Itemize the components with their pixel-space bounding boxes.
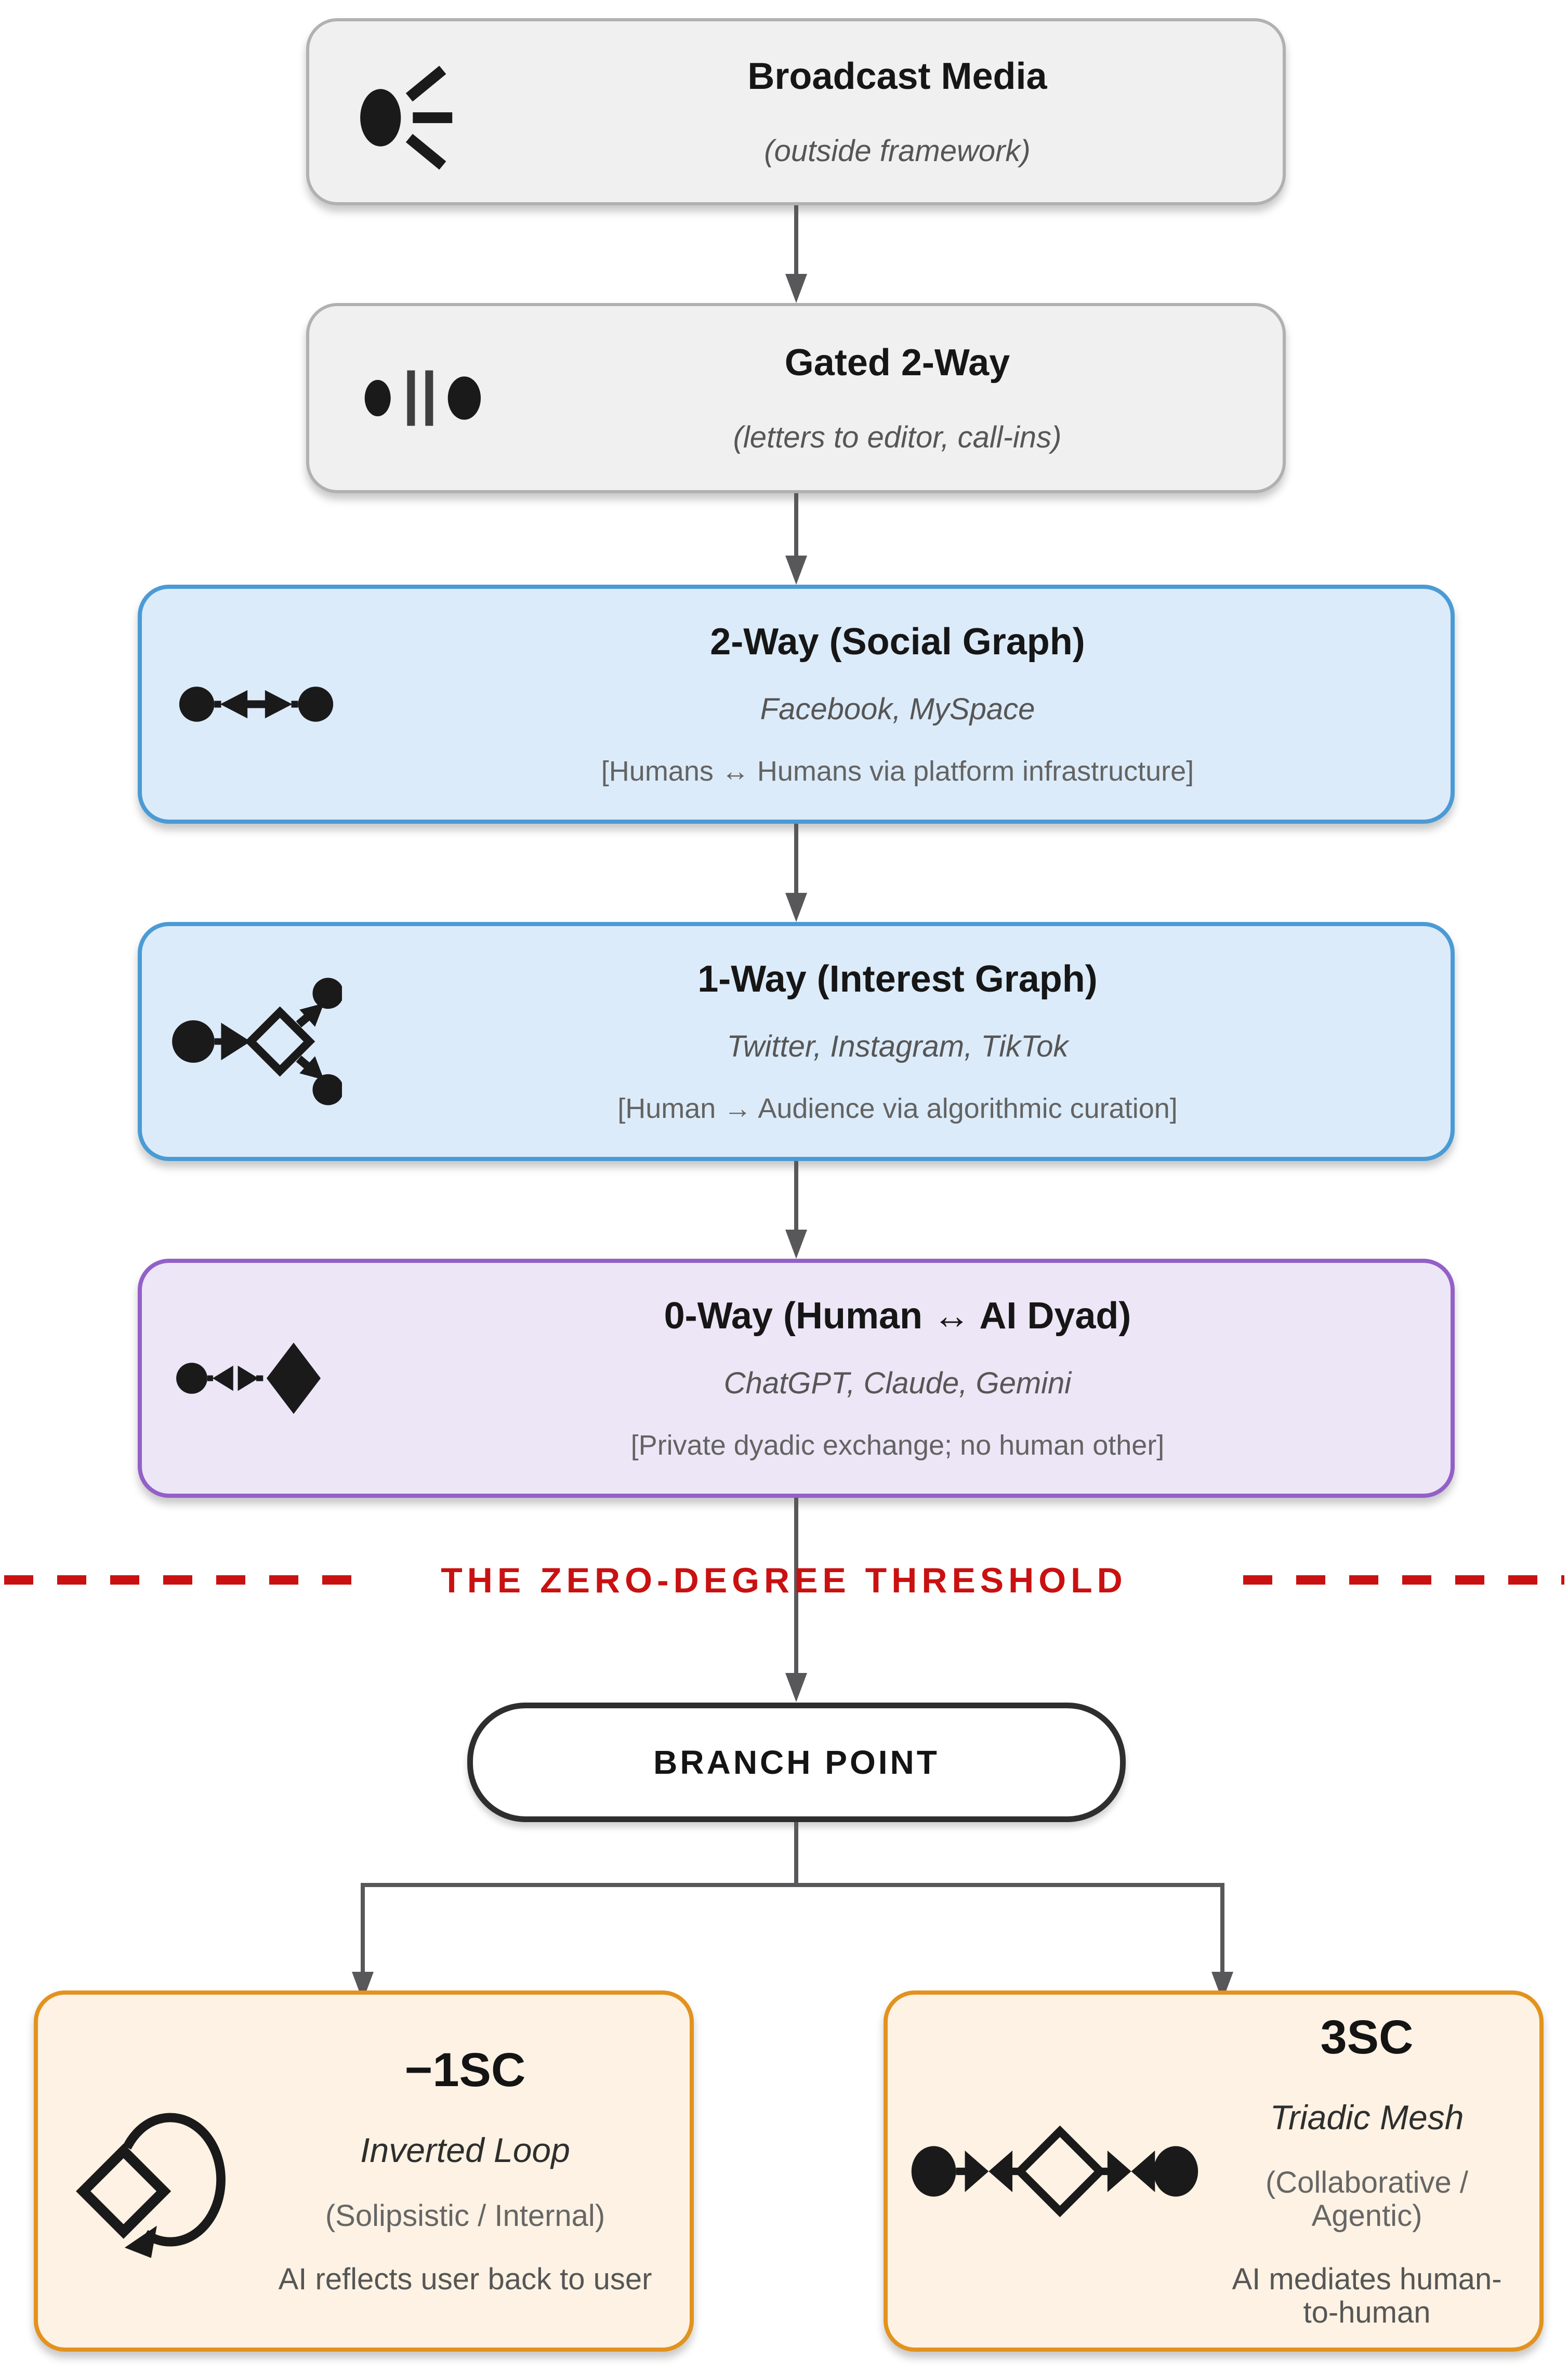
- arrow-down-icon: [785, 893, 807, 922]
- arrow-down-icon: [785, 1230, 807, 1259]
- outcome-code: −1SC: [404, 2044, 526, 2097]
- triadic-mesh-icon: [888, 2112, 1220, 2231]
- stage-title: 1-Way (Interest Graph): [697, 958, 1098, 1000]
- stage-subtitle: (outside framework): [764, 134, 1031, 168]
- connector-line: [794, 1498, 798, 1675]
- branch-point-label: BRANCH POINT: [653, 1744, 940, 1781]
- stage-box-broadcast: Broadcast Media (outside framework): [306, 18, 1286, 205]
- outcome-description: AI reflects user back to user: [278, 2262, 652, 2296]
- arrow-down-icon: [785, 556, 807, 585]
- stage-box-two-way-social-graph: 2-Way (Social Graph) Facebook, MySpace […: [138, 585, 1455, 824]
- connector-line: [794, 824, 798, 894]
- threshold-dashed-line-left: [4, 1575, 369, 1585]
- stage-bracket-note: [Private dyadic exchange; no human other…: [630, 1429, 1165, 1461]
- arrow-down-icon: [785, 274, 807, 303]
- stage-box-gated-two-way: Gated 2-Way (letters to editor, call-ins…: [306, 303, 1286, 493]
- stage-bracket-note: [Human → Audience via algorithmic curati…: [617, 1092, 1178, 1124]
- broadcast-icon: [309, 52, 538, 172]
- stage-subtitle: (letters to editor, call-ins): [733, 420, 1062, 454]
- branch-stem-line: [794, 1822, 798, 1887]
- stage-subtitle: Twitter, Instagram, TikTok: [727, 1030, 1069, 1063]
- inverted-loop-icon: [38, 2081, 267, 2261]
- stage-title: Gated 2-Way: [784, 341, 1010, 384]
- stage-title: 0-Way (Human ↔ AI Dyad): [664, 1295, 1131, 1337]
- outcome-description: AI mediates human-to-human: [1232, 2262, 1502, 2329]
- arrow-down-icon: [785, 1673, 807, 1702]
- branch-left-line: [361, 1883, 365, 1972]
- outcome-name: Triadic Mesh: [1270, 2098, 1464, 2137]
- stage-box-one-way-interest-graph: 1-Way (Interest Graph) Twitter, Instagra…: [138, 922, 1455, 1161]
- connector-line: [794, 1161, 798, 1231]
- stage-subtitle: Facebook, MySpace: [760, 692, 1035, 726]
- threshold-dashed-line-right: [1243, 1575, 1564, 1585]
- one-way-fanout-icon: [142, 969, 371, 1114]
- stage-box-zero-way-human-ai-dyad: 0-Way (Human ↔ AI Dyad) ChatGPT, Claude,…: [138, 1259, 1455, 1498]
- outcome-name: Inverted Loop: [360, 2131, 570, 2170]
- branch-right-line: [1220, 1883, 1224, 1972]
- connector-line: [794, 205, 798, 275]
- branch-point-node: BRANCH POINT: [467, 1703, 1126, 1822]
- connector-line: [794, 493, 798, 557]
- outcome-qualifier: (Solipsistic / Internal): [325, 2199, 605, 2233]
- outcome-box-three-sc: 3SC Triadic Mesh (Collaborative / Agenti…: [884, 1990, 1544, 2352]
- outcome-code: 3SC: [1320, 2010, 1414, 2064]
- gated-two-way-icon: [309, 359, 538, 437]
- two-way-icon: [142, 670, 371, 738]
- stage-title: 2-Way (Social Graph): [710, 621, 1085, 663]
- stage-title: Broadcast Media: [747, 55, 1047, 97]
- threshold-label: THE ZERO-DEGREE THRESHOLD: [441, 1561, 1127, 1600]
- stage-subtitle: ChatGPT, Claude, Gemini: [723, 1366, 1072, 1400]
- outcome-qualifier: (Collaborative / Agentic): [1265, 2166, 1469, 2233]
- human-ai-dyad-icon: [142, 1337, 371, 1420]
- stage-bracket-note: [Humans ↔ Humans via platform infrastruc…: [601, 755, 1194, 787]
- outcome-box-minus-one-sc: −1SC Inverted Loop (Solipsistic / Intern…: [34, 1990, 694, 2352]
- branch-horizontal-line: [361, 1883, 1224, 1887]
